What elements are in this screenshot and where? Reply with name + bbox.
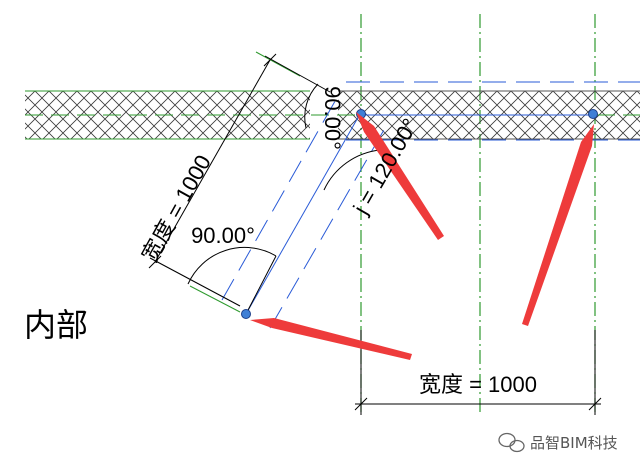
angled-green-edge-bottom [189, 285, 241, 313]
angled-ref-dashed-1 [221, 95, 339, 301]
angled-dim-ext-top [264, 55, 331, 93]
endpoint-angled-wall[interactable] [241, 309, 251, 319]
wechat-icon [498, 432, 525, 453]
angle-label-upper: 90.00° [320, 86, 345, 150]
arrow-to-angled-endpoint [250, 318, 412, 360]
horizontal-wall [25, 81, 640, 141]
angled-dim-tick-top [263, 53, 277, 67]
angle-arc-lower [187, 246, 277, 285]
angled-green-edge-top [255, 51, 301, 77]
endpoint-right[interactable] [588, 109, 598, 119]
angled-ref-dashed-2 [269, 127, 386, 329]
angle-label-lower: 90.00° [191, 223, 255, 248]
arrow-to-join [356, 112, 444, 240]
bottom-width-label: 宽度 = 1000 [419, 372, 537, 397]
angled-wall [189, 51, 386, 329]
angle-arc-join [323, 149, 381, 191]
angled-dimension [148, 53, 331, 307]
angle-arc-lower-leg [245, 255, 277, 315]
arrow-to-right-endpoint [522, 124, 594, 326]
watermark-text: 品智BIM科技 [530, 434, 618, 452]
angle-arcs [187, 83, 381, 315]
bottom-dim-tick-left [354, 397, 368, 411]
endpoints [241, 109, 598, 319]
angled-dim-tick-bottom [148, 255, 162, 269]
grid-lines [360, 14, 596, 415]
bottom-dim-tick-right [588, 397, 602, 411]
interior-label: 内部 [24, 307, 88, 343]
angled-width-label: 宽度 = 1000 [137, 151, 216, 266]
red-arrows [250, 112, 594, 360]
angled-dimension-line [154, 59, 271, 263]
angled-dim-ext-bottom [149, 257, 241, 307]
angle-arc-upper [304, 83, 319, 129]
watermark: 品智BIM科技 [498, 432, 618, 453]
angled-wall-line [245, 113, 361, 315]
